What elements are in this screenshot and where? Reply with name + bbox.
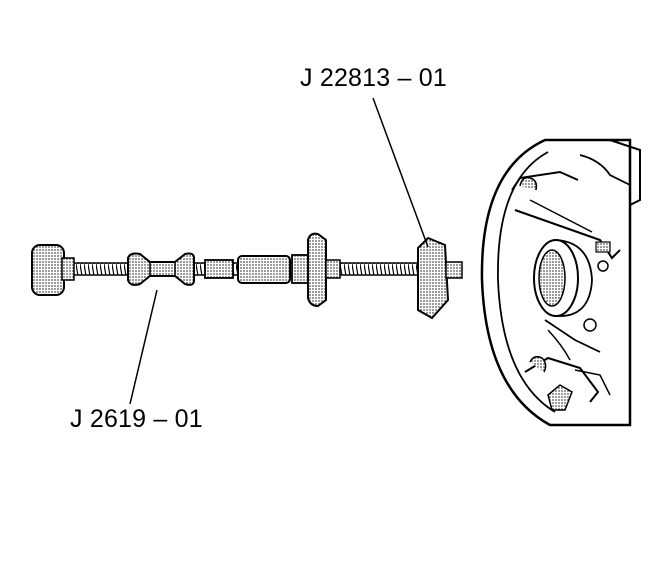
slide-hammer-weight xyxy=(127,252,195,286)
adapter-flange xyxy=(291,232,341,308)
tool-label-j22813: J 22813 – 01 xyxy=(300,64,447,92)
puller-adapter xyxy=(417,236,463,320)
brake-backing-plate xyxy=(480,138,641,427)
collar xyxy=(204,259,234,279)
leader-lines xyxy=(129,97,429,405)
t-handle xyxy=(31,244,75,296)
coupling-sleeve xyxy=(237,255,291,284)
tool-label-j2619: J 2619 – 01 xyxy=(70,405,203,433)
